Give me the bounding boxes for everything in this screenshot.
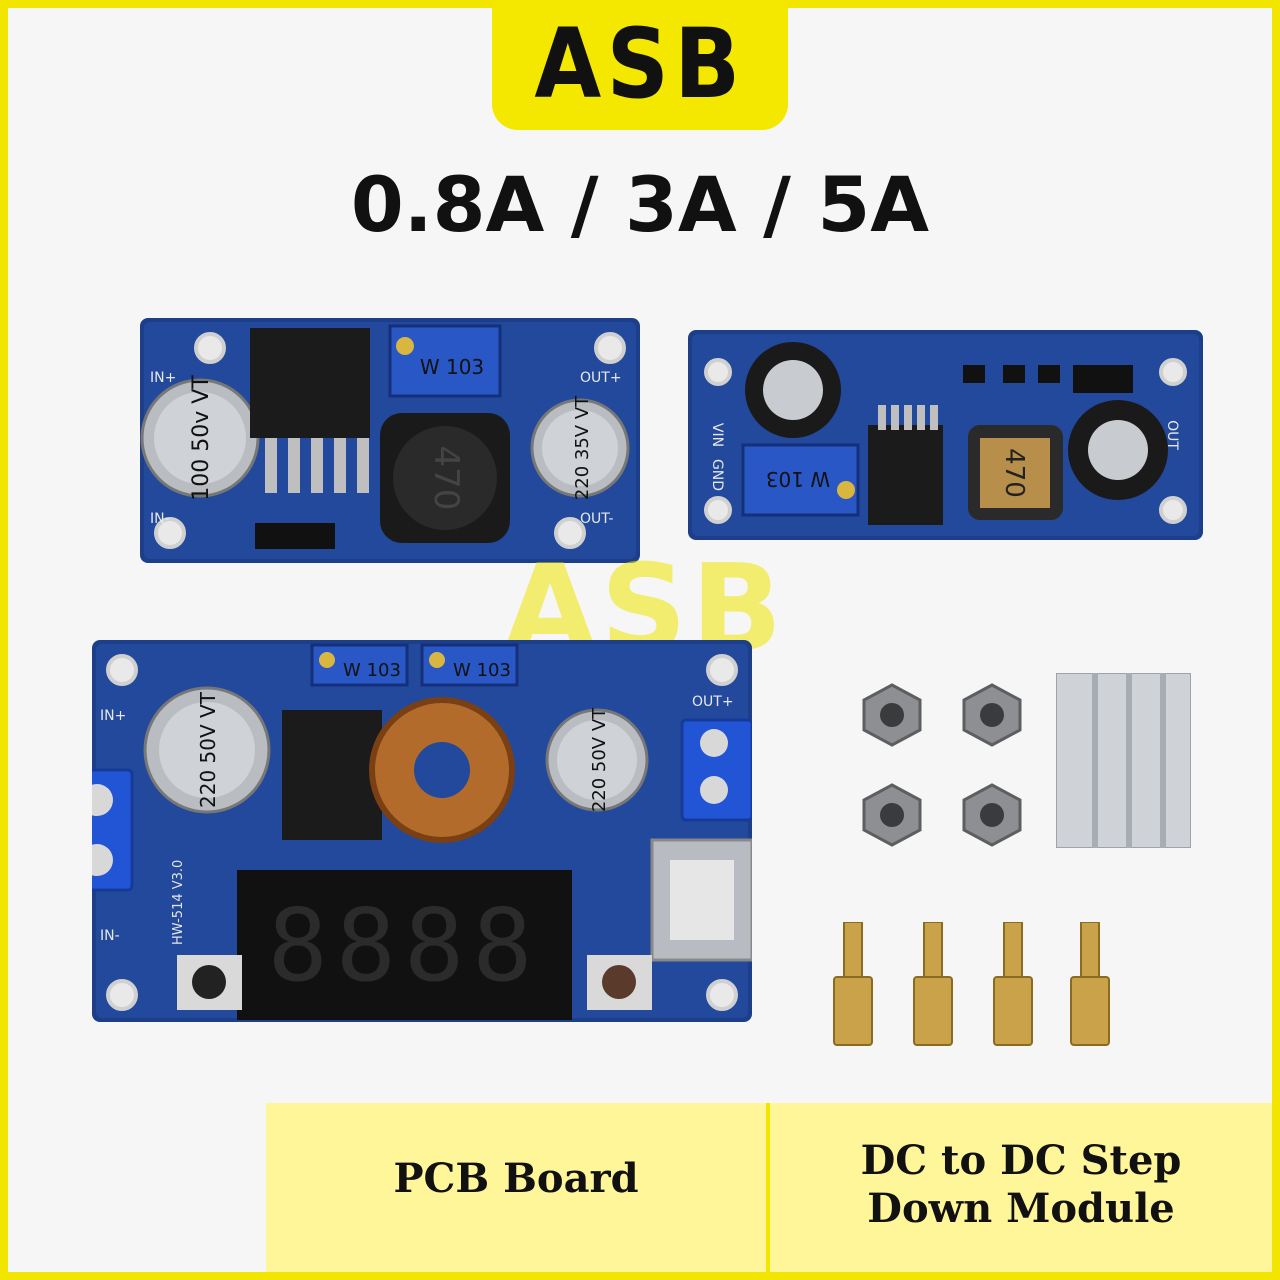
hw514-cap-left-label: 220 50V VT <box>196 691 220 808</box>
module-description-line2: Down Module <box>867 1185 1175 1232</box>
hw514-out-plus-label: OUT+ <box>692 694 734 710</box>
pcb-board-label: PCB Board <box>393 1155 639 1202</box>
hex-nuts-image <box>862 683 1022 847</box>
lm2596-cap-right-label: 220 35V VT <box>572 395 593 500</box>
lm2596-board-image: 100 50v VT W 103 470 220 35V VT IN+ IN- … <box>140 318 640 563</box>
heatsink-image <box>1056 673 1191 848</box>
brass-standoffs-image <box>833 922 1110 1046</box>
hw514-display-digits: 8888 <box>268 887 541 1004</box>
brand-logo: ASB <box>534 8 746 120</box>
brand-logo-box: ASB <box>492 0 788 130</box>
hw514-model-label: HW-514 V3.0 <box>171 860 186 945</box>
footer-bar: PCB Board DC to DC Step Down Module <box>8 1103 1272 1272</box>
module-description-line1: DC to DC Step <box>860 1137 1182 1184</box>
hw514-cap-right-label: 220 50V VT <box>589 707 610 812</box>
lm2596-out-minus-label: OUT- <box>580 511 614 527</box>
xl4005-inductor-label: 470 <box>999 448 1029 498</box>
lm2596-pot-label: W 103 <box>420 355 484 379</box>
xl4005-gnd-label: GND <box>709 459 725 491</box>
hw514-in-plus-label: IN+ <box>100 708 126 724</box>
xl4005-board-image: VIN GND OUT W 103 470 <box>688 330 1203 540</box>
lm2596-inductor-label: 470 <box>426 446 466 511</box>
hw514-pot2-label: W 103 <box>453 660 511 681</box>
pcb-board-panel: PCB Board <box>266 1103 770 1272</box>
lm2596-out-plus-label: OUT+ <box>580 370 622 386</box>
current-ratings-headline: 0.8A / 3A / 5A <box>350 160 930 249</box>
hw514-board-image: 220 50V VT W 103 W 103 220 50V VT 8888 I… <box>92 640 752 1022</box>
module-description-panel: DC to DC Step Down Module <box>770 1103 1272 1272</box>
lm2596-in-plus-label: IN+ <box>150 370 176 386</box>
lm2596-cap-left-label: 100 50v VT <box>189 375 214 501</box>
xl4005-pot-label: W 103 <box>766 467 830 491</box>
xl4005-out-label: OUT <box>1164 420 1180 450</box>
lm2596-in-minus-label: IN- <box>150 511 170 527</box>
hw514-pot1-label: W 103 <box>343 660 401 681</box>
hw514-in-minus-label: IN- <box>100 928 120 944</box>
xl4005-vin-label: VIN <box>709 423 725 447</box>
